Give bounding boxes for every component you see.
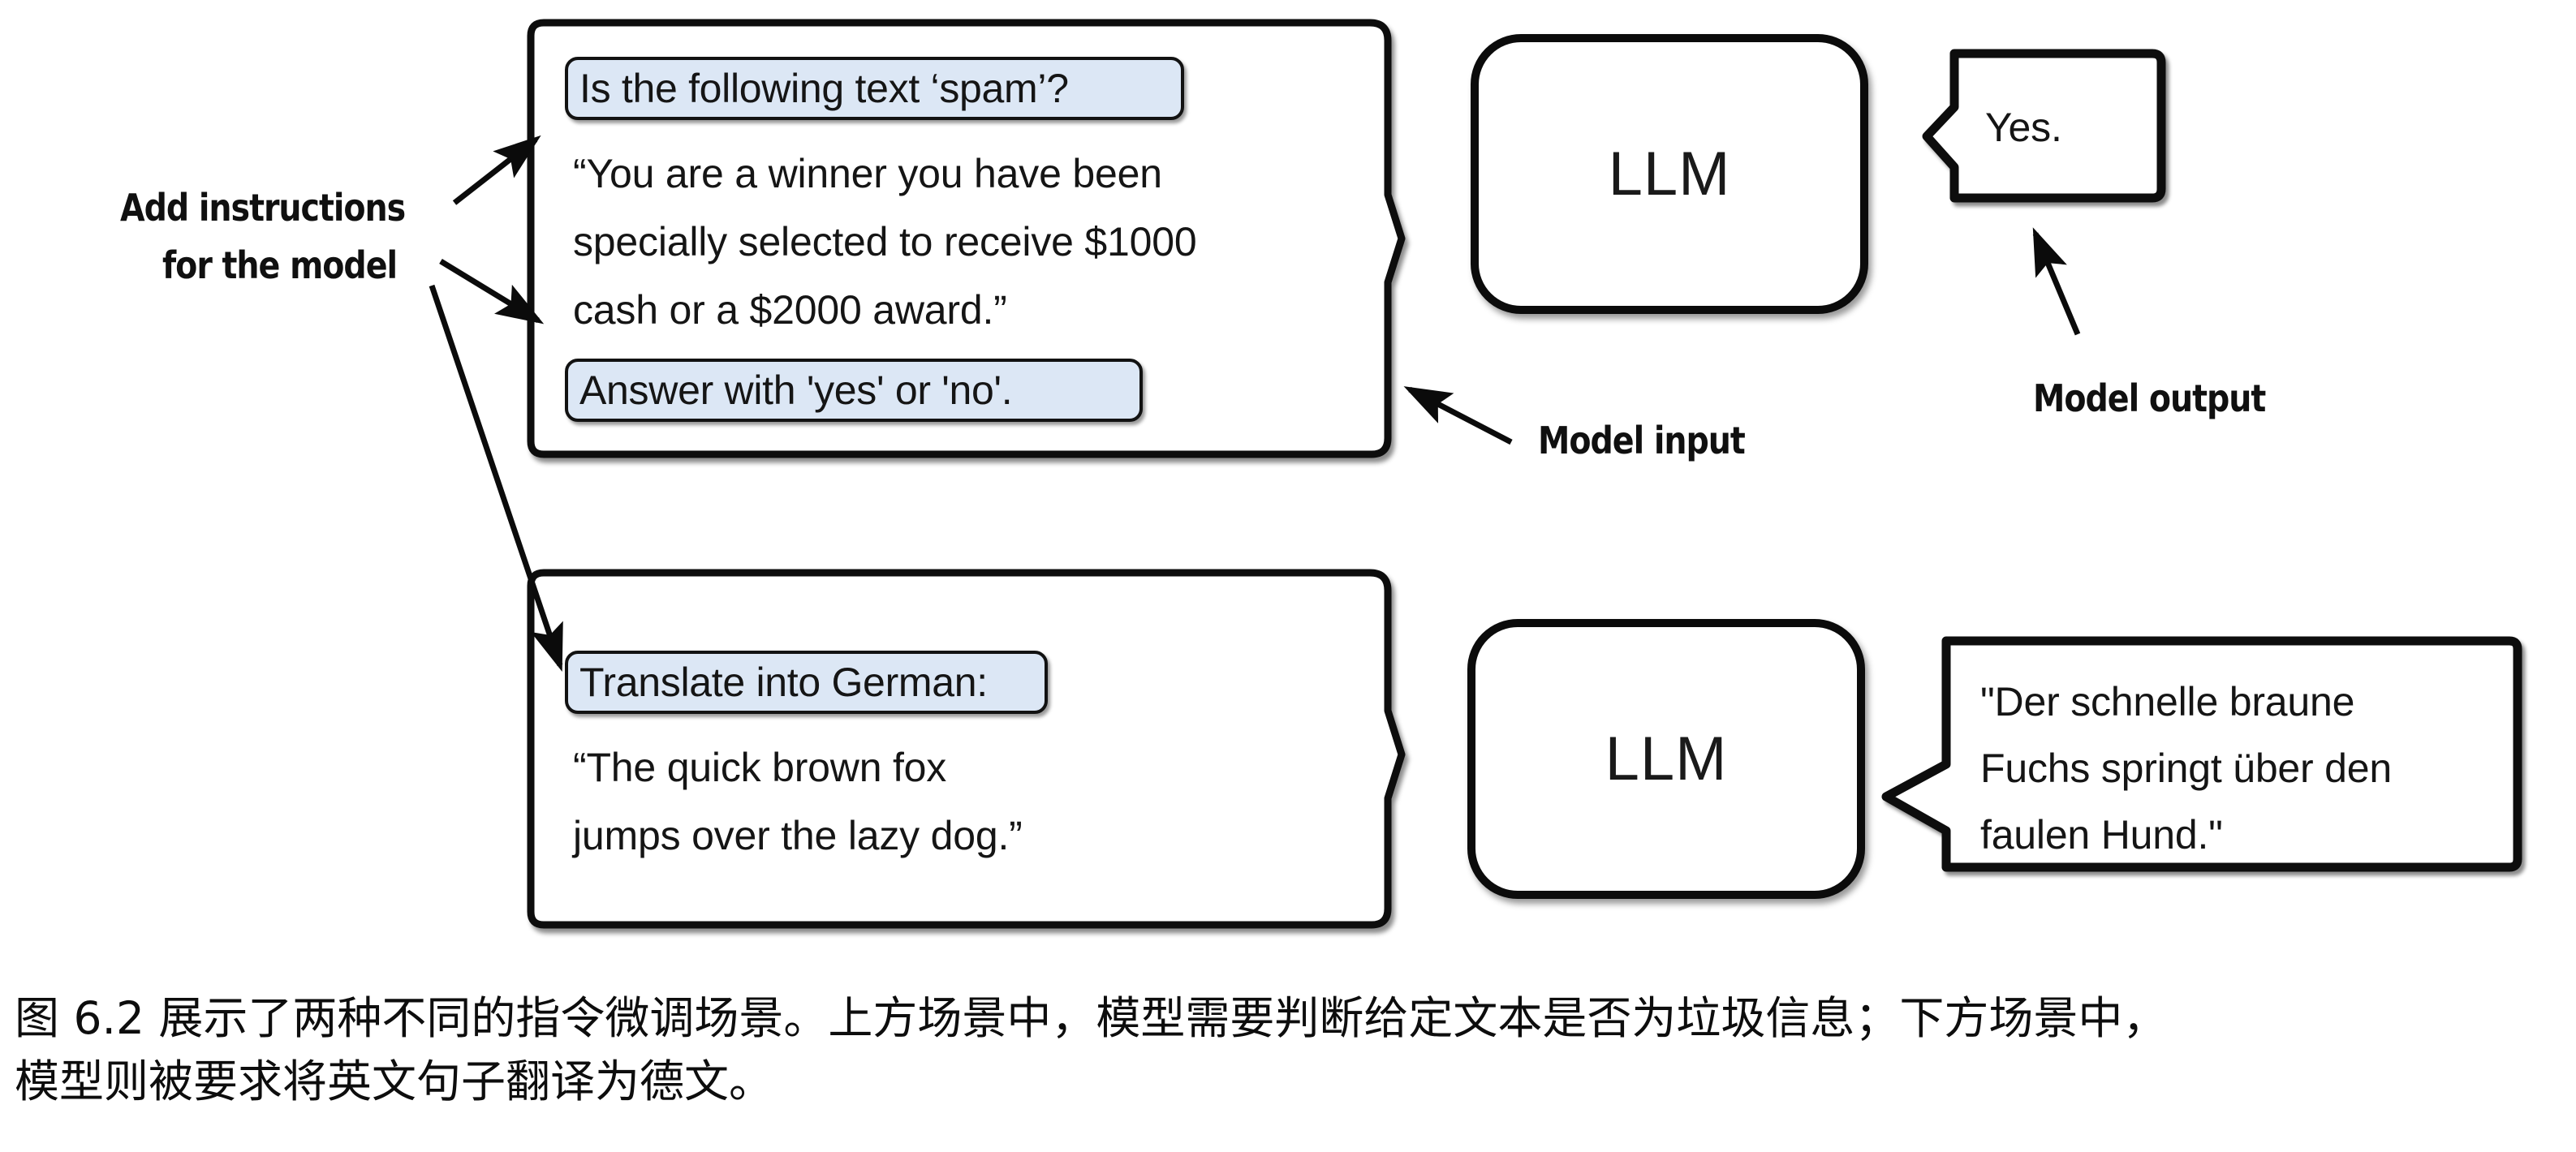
annotation-add-instructions-line1: Add instructions	[120, 186, 406, 230]
figure-caption: 图 6.2 展示了两种不同的指令微调场景。上方场景中，模型需要判断给定文本是否为…	[15, 992, 2168, 1107]
instruction-chip-translate: Translate into German:	[565, 651, 1048, 714]
instruction-chip-spam-question: Is the following text ‘spam’?	[565, 57, 1184, 120]
translate-body-line-2: jumps over the lazy dog.”	[573, 813, 1023, 858]
model-output-bubble-german: "Der schnelle braune Fuchs springt über …	[1881, 634, 2522, 874]
instruction-chip-answer-format: Answer with 'yes' or 'no'.	[565, 359, 1143, 422]
model-input-panel-spam: Is the following text ‘spam’? “You are a…	[526, 18, 1406, 460]
llm-box-spam-label: LLM	[1608, 140, 1731, 208]
model-output-german-line-3: faulen Hund."	[1980, 812, 2223, 858]
model-output-bubble-yes-outline	[1922, 49, 2166, 203]
model-output-yes-text: Yes.	[1985, 105, 2062, 150]
llm-box-translate-label: LLM	[1605, 724, 1728, 793]
instruction-chip-answer-format-label: Answer with 'yes' or 'no'.	[579, 368, 1013, 413]
llm-box-spam: LLM	[1471, 34, 1868, 314]
model-output-german-line-1: "Der schnelle braune	[1980, 679, 2355, 724]
model-output-bubble-german-outline	[1881, 636, 2522, 872]
arrow-to-instruction-chip-spam-question	[452, 135, 541, 205]
annotation-model-output: Model output	[2033, 376, 2266, 420]
model-output-german-line-2: Fuchs springt über den	[1980, 746, 2393, 791]
model-output-bubble-yes: Yes.	[1922, 47, 2167, 205]
model-input-panel-spam-outline	[527, 19, 1406, 458]
arrow-to-instruction-chip-answer-format	[439, 259, 545, 325]
input-body-line-2: specially selected to receive $1000	[573, 219, 1197, 264]
model-input-panel-translate: Translate into German: “The quick brown …	[526, 568, 1406, 933]
annotation-model-input: Model input	[1538, 419, 1746, 462]
llm-box-translate: LLM	[1467, 619, 1865, 899]
arrow-model-input	[1403, 386, 1513, 445]
input-body-line-3: cash or a $2000 award.”	[573, 287, 1007, 333]
arrow-model-output	[2032, 227, 2081, 336]
input-body-line-1: “You are a winner you have been	[573, 151, 1162, 196]
annotation-add-instructions-line2: for the model	[162, 243, 398, 287]
instruction-chip-spam-question-label: Is the following text ‘spam’?	[579, 66, 1069, 111]
translate-body-line-1: “The quick brown fox	[573, 745, 947, 790]
instruction-chip-translate-label: Translate into German:	[579, 660, 988, 705]
